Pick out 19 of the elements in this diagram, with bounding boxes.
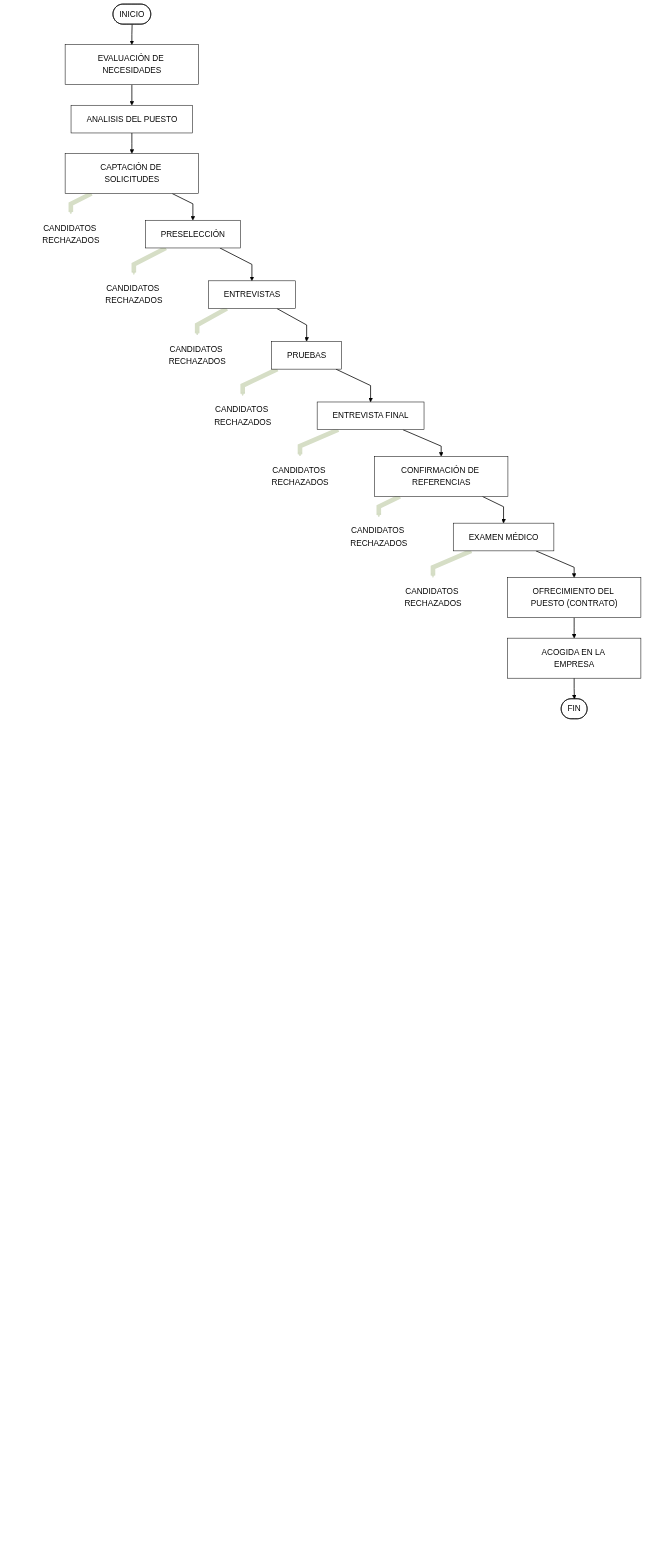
node-box: PRESELECCIÓN <box>145 220 241 249</box>
node-text: CANDIDATOS RECHAZADOS <box>42 223 100 245</box>
node-box: ANALISIS DEL PUESTO <box>70 105 193 134</box>
node-box: ENTREVISTAS <box>208 280 296 309</box>
node-box: EVALUACIÓN DE NECESIDADES <box>64 44 199 85</box>
node-text: CANDIDATOS RECHAZADOS <box>404 586 462 608</box>
node-box: ENTREVISTA FINAL <box>316 401 425 430</box>
node-text: CANDIDATOS RECHAZADOS <box>214 405 272 427</box>
node-text: CANDIDATOS RECHAZADOS <box>350 526 408 548</box>
node-box: EXAMEN MÉDICO <box>453 522 555 552</box>
arrow <box>240 367 279 397</box>
node-box: ACOGIDA EN LA EMPRESA <box>507 637 642 679</box>
node-box: CAPTACIÓN DE SOLICITUDES <box>64 153 199 194</box>
node-box: OFRECIMIENTO DEL PUESTO (CONTRATO) <box>507 577 642 618</box>
node-text: CANDIDATOS RECHAZADOS <box>105 283 163 305</box>
node-box: CONFIRMACIÓN DE REFERENCIAS <box>374 456 509 497</box>
node-text: CANDIDATOS RECHAZADOS <box>168 344 226 366</box>
node-text: CANDIDATOS RECHAZADOS <box>271 465 329 487</box>
node-box: PRUEBAS <box>271 341 342 370</box>
